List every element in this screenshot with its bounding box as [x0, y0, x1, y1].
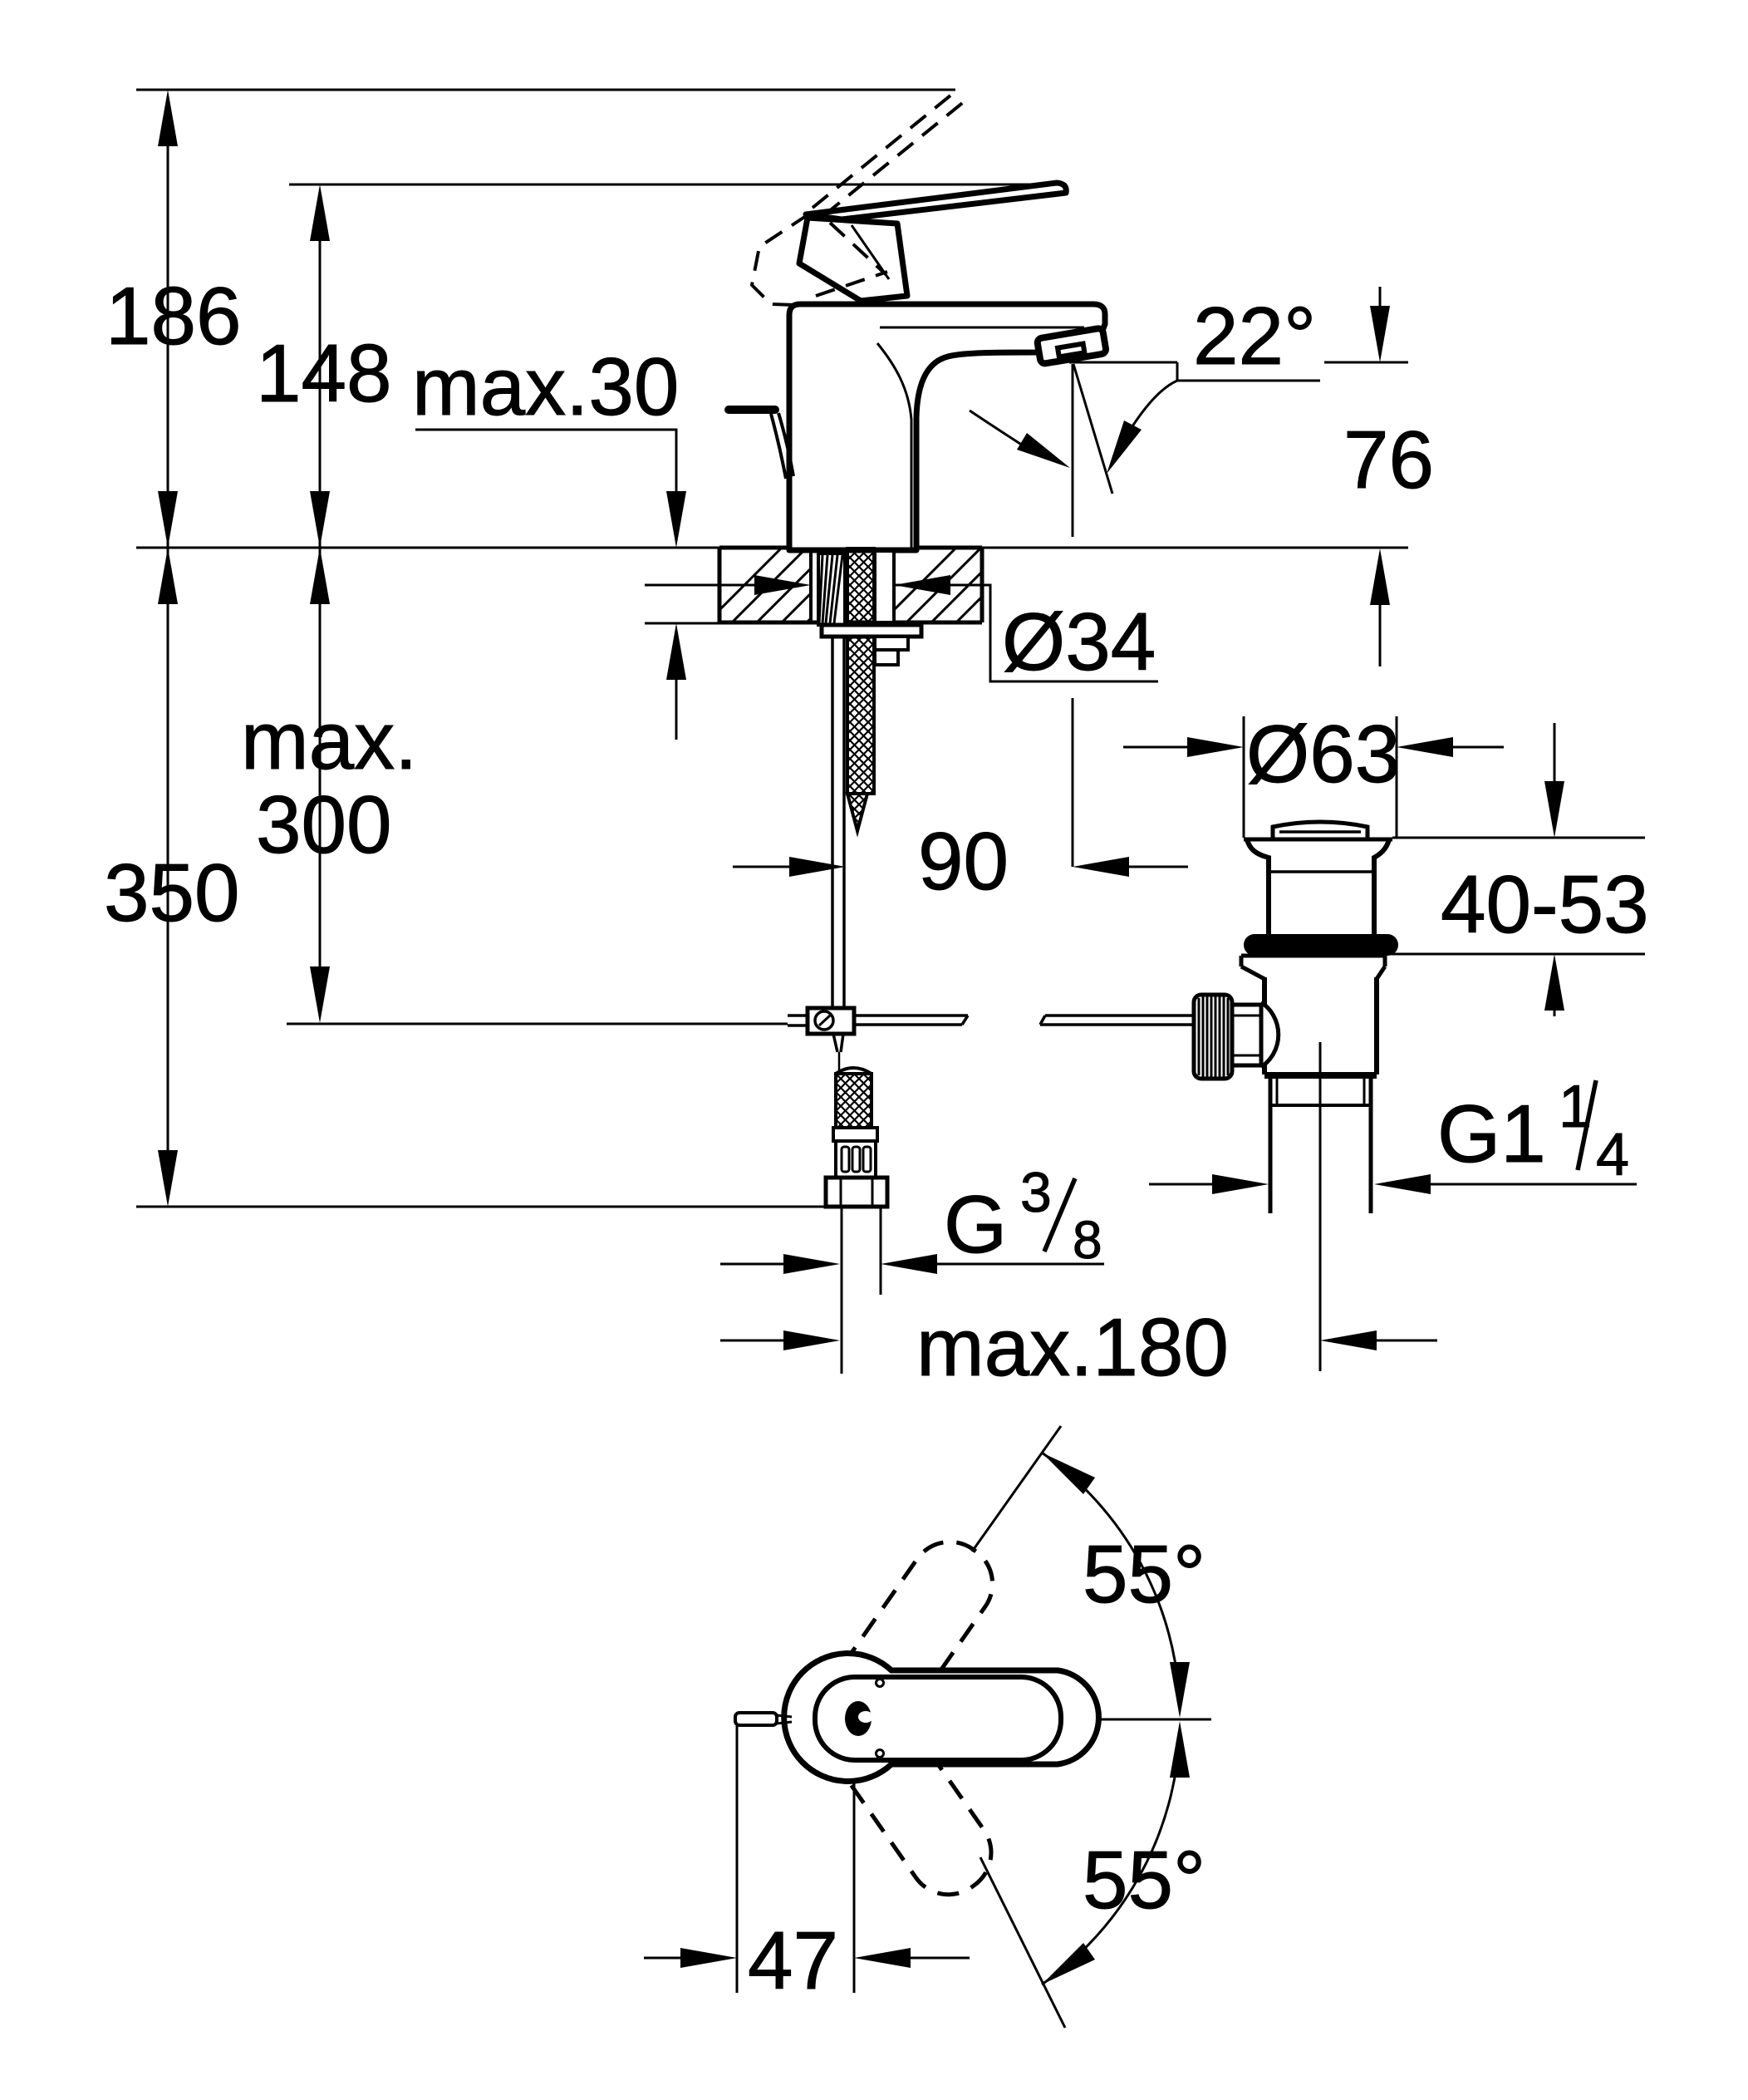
svg-text:Ø34: Ø34	[1002, 596, 1156, 687]
svg-text:186: 186	[106, 270, 242, 361]
svg-text:max.30: max.30	[412, 341, 679, 432]
svg-text:max.180: max.180	[916, 1301, 1229, 1393]
svg-text:max.: max.	[241, 695, 417, 786]
svg-text:47: 47	[748, 1915, 838, 2006]
svg-text:G: G	[944, 1178, 1007, 1270]
svg-text:Ø63: Ø63	[1246, 708, 1400, 799]
svg-text:55°: 55°	[1083, 1528, 1205, 1620]
svg-text:8: 8	[1073, 1210, 1102, 1270]
svg-text:76: 76	[1343, 414, 1434, 505]
svg-text:300: 300	[256, 779, 392, 870]
svg-text:350: 350	[104, 847, 240, 938]
svg-text:22°: 22°	[1193, 290, 1316, 381]
svg-text:55°: 55°	[1083, 1834, 1205, 1925]
svg-text:148: 148	[256, 327, 392, 419]
svg-text:90: 90	[918, 815, 1009, 907]
svg-text:3: 3	[1020, 1161, 1052, 1224]
svg-text:40-53: 40-53	[1441, 858, 1649, 950]
svg-text:G1: G1	[1437, 1088, 1546, 1179]
svg-text:4: 4	[1596, 1122, 1629, 1188]
